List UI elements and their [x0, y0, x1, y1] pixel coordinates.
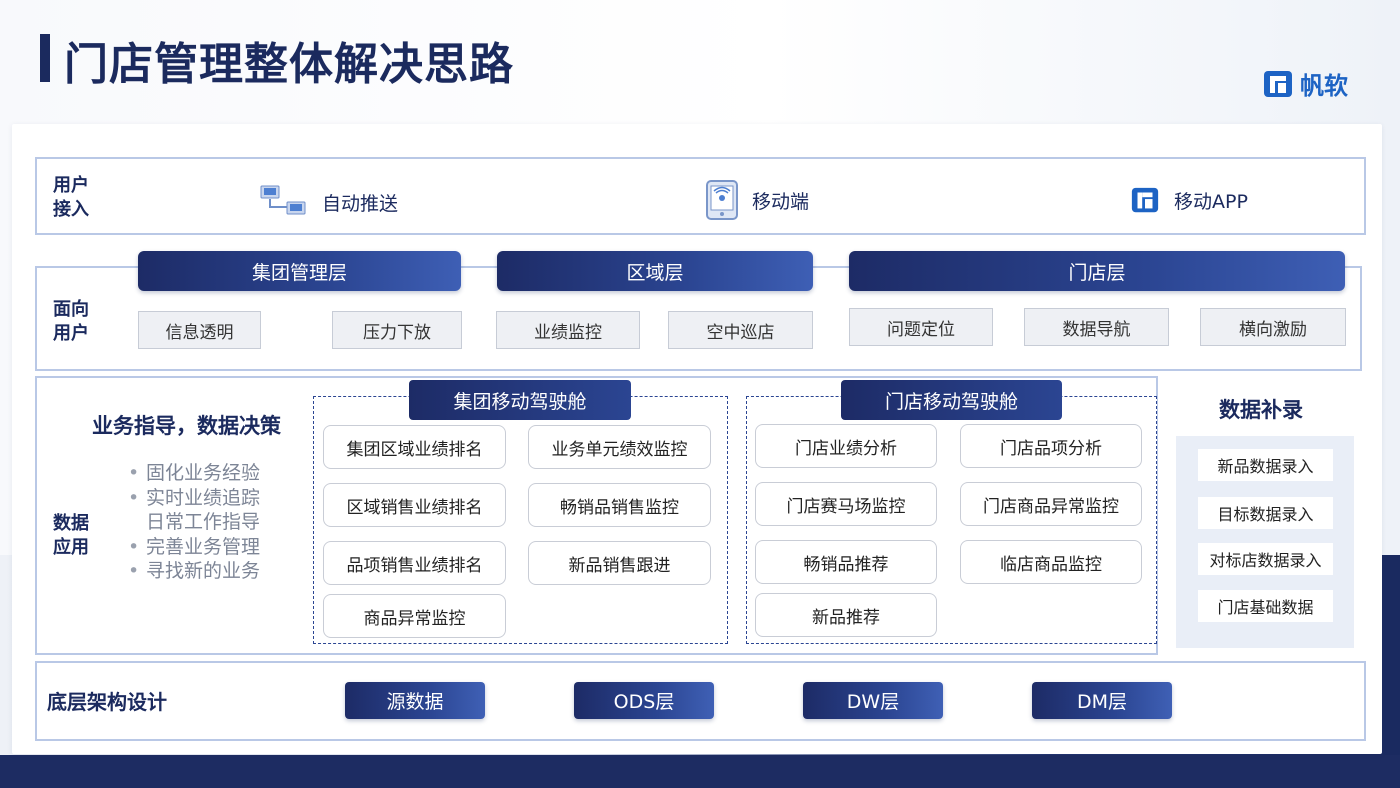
architecture-item-dw-layer[interactable]: DW层: [803, 682, 943, 719]
bullet-item: • 实时业绩追踪: [128, 486, 260, 511]
bullet-text: 固化业务经验: [146, 462, 261, 484]
store-cockpit-item[interactable]: 门店品项分析: [960, 424, 1142, 468]
access-item-mobile-app[interactable]: 移动APP: [1130, 185, 1248, 215]
bullet-dot: •: [128, 535, 140, 558]
fanruan-logo-icon: [1264, 70, 1292, 97]
bullet-item: • 固化业务经验: [128, 461, 260, 486]
background-footer-band: [0, 755, 1400, 788]
bullet-text: 完善业务管理: [146, 535, 261, 558]
architecture-item-source-data[interactable]: 源数据: [345, 682, 485, 719]
users-label-line2: 用户: [53, 323, 89, 344]
group-cockpit-item[interactable]: 区域销售业绩排名: [323, 483, 506, 527]
access-item-label: 移动APP: [1174, 190, 1248, 213]
group-cockpit-item[interactable]: 品项销售业绩排名: [323, 541, 506, 585]
store-cockpit-item[interactable]: 门店赛马场监控: [755, 482, 937, 526]
architecture-item-ods-layer[interactable]: ODS层: [574, 682, 714, 719]
page-title: 门店管理整体解决思路: [64, 39, 514, 90]
data-supplement-title: 数据补录: [1219, 398, 1303, 422]
computer-network-icon: [260, 185, 306, 215]
layer-store[interactable]: 门店层: [849, 251, 1345, 291]
user-access-label-line1: 用户: [53, 175, 89, 196]
user-item-pressure-delegation[interactable]: 压力下放: [332, 311, 462, 349]
data-application-label: 数据 应用: [53, 512, 89, 560]
group-cockpit-item[interactable]: 新品销售跟进: [528, 541, 711, 585]
bullet-item: 日常工作指导: [128, 510, 260, 535]
mobile-device-icon: [706, 180, 738, 220]
bullet-dot: •: [128, 486, 140, 509]
data-application-label-line1: 数据: [53, 513, 89, 534]
bullet-text: 实时业绩追踪: [146, 486, 261, 509]
business-bullet-list: • 固化业务经验 • 实时业绩追踪 日常工作指导 • 完善业务管理 • 寻找新的业务: [128, 461, 260, 584]
supplement-item[interactable]: 对标店数据录入: [1198, 543, 1333, 575]
access-item-label: 自动推送: [322, 192, 399, 215]
user-item-performance-monitoring[interactable]: 业绩监控: [496, 311, 640, 349]
users-label: 面向 用户: [53, 298, 89, 346]
access-item-auto-push[interactable]: 自动推送: [260, 185, 398, 219]
store-cockpit-item[interactable]: 畅销品推荐: [755, 540, 937, 584]
bullet-dot: •: [128, 462, 140, 484]
brand-logo: 帆软: [1262, 66, 1348, 101]
supplement-item[interactable]: 新品数据录入: [1198, 449, 1333, 481]
store-cockpit-item[interactable]: 门店商品异常监控: [960, 482, 1142, 526]
group-cockpit-item[interactable]: 业务单元绩效监控: [528, 425, 711, 469]
layer-region[interactable]: 区域层: [497, 251, 813, 291]
group-cockpit-item[interactable]: 畅销品销售监控: [528, 483, 711, 527]
users-label-line1: 面向: [53, 299, 89, 320]
store-cockpit-item[interactable]: 门店业绩分析: [755, 424, 937, 468]
layer-group-management[interactable]: 集团管理层: [138, 251, 461, 291]
bullet-dot: •: [128, 560, 140, 582]
architecture-label: 底层架构设计: [47, 690, 167, 714]
group-cockpit-title[interactable]: 集团移动驾驶舱: [409, 380, 631, 420]
supplement-item[interactable]: 目标数据录入: [1198, 497, 1333, 529]
architecture-item-dm-layer[interactable]: DM层: [1032, 682, 1172, 719]
access-item-label: 移动端: [752, 190, 810, 213]
user-item-aerial-store-patrol[interactable]: 空中巡店: [668, 311, 813, 349]
user-item-horizontal-incentive[interactable]: 横向激励: [1200, 308, 1346, 346]
access-item-mobile[interactable]: 移动端: [706, 180, 809, 220]
bullet-item: • 完善业务管理: [128, 535, 260, 560]
title-accent-bar: [40, 34, 50, 82]
store-cockpit-item[interactable]: 新品推荐: [755, 593, 937, 637]
group-cockpit-item[interactable]: 集团区域业绩排名: [323, 425, 506, 469]
data-application-label-line2: 应用: [53, 537, 89, 558]
store-cockpit-item[interactable]: 临店商品监控: [960, 540, 1142, 584]
user-item-problem-location[interactable]: 问题定位: [849, 308, 993, 346]
group-cockpit-item[interactable]: 商品异常监控: [323, 594, 506, 638]
user-access-label: 用户 接入: [53, 174, 89, 222]
user-access-label-line2: 接入: [53, 199, 89, 220]
store-cockpit-title[interactable]: 门店移动驾驶舱: [841, 380, 1062, 420]
bullet-text: 寻找新的业务: [146, 560, 261, 582]
user-item-data-navigation[interactable]: 数据导航: [1024, 308, 1169, 346]
fanruan-app-icon: [1131, 187, 1159, 213]
logo-text: 帆软: [1300, 72, 1348, 100]
business-guidance-title: 业务指导，数据决策: [92, 414, 281, 438]
user-item-info-transparency[interactable]: 信息透明: [138, 311, 261, 349]
bullet-item: • 寻找新的业务: [128, 559, 260, 584]
bullet-text: 日常工作指导: [146, 511, 261, 533]
supplement-item[interactable]: 门店基础数据: [1198, 590, 1333, 622]
